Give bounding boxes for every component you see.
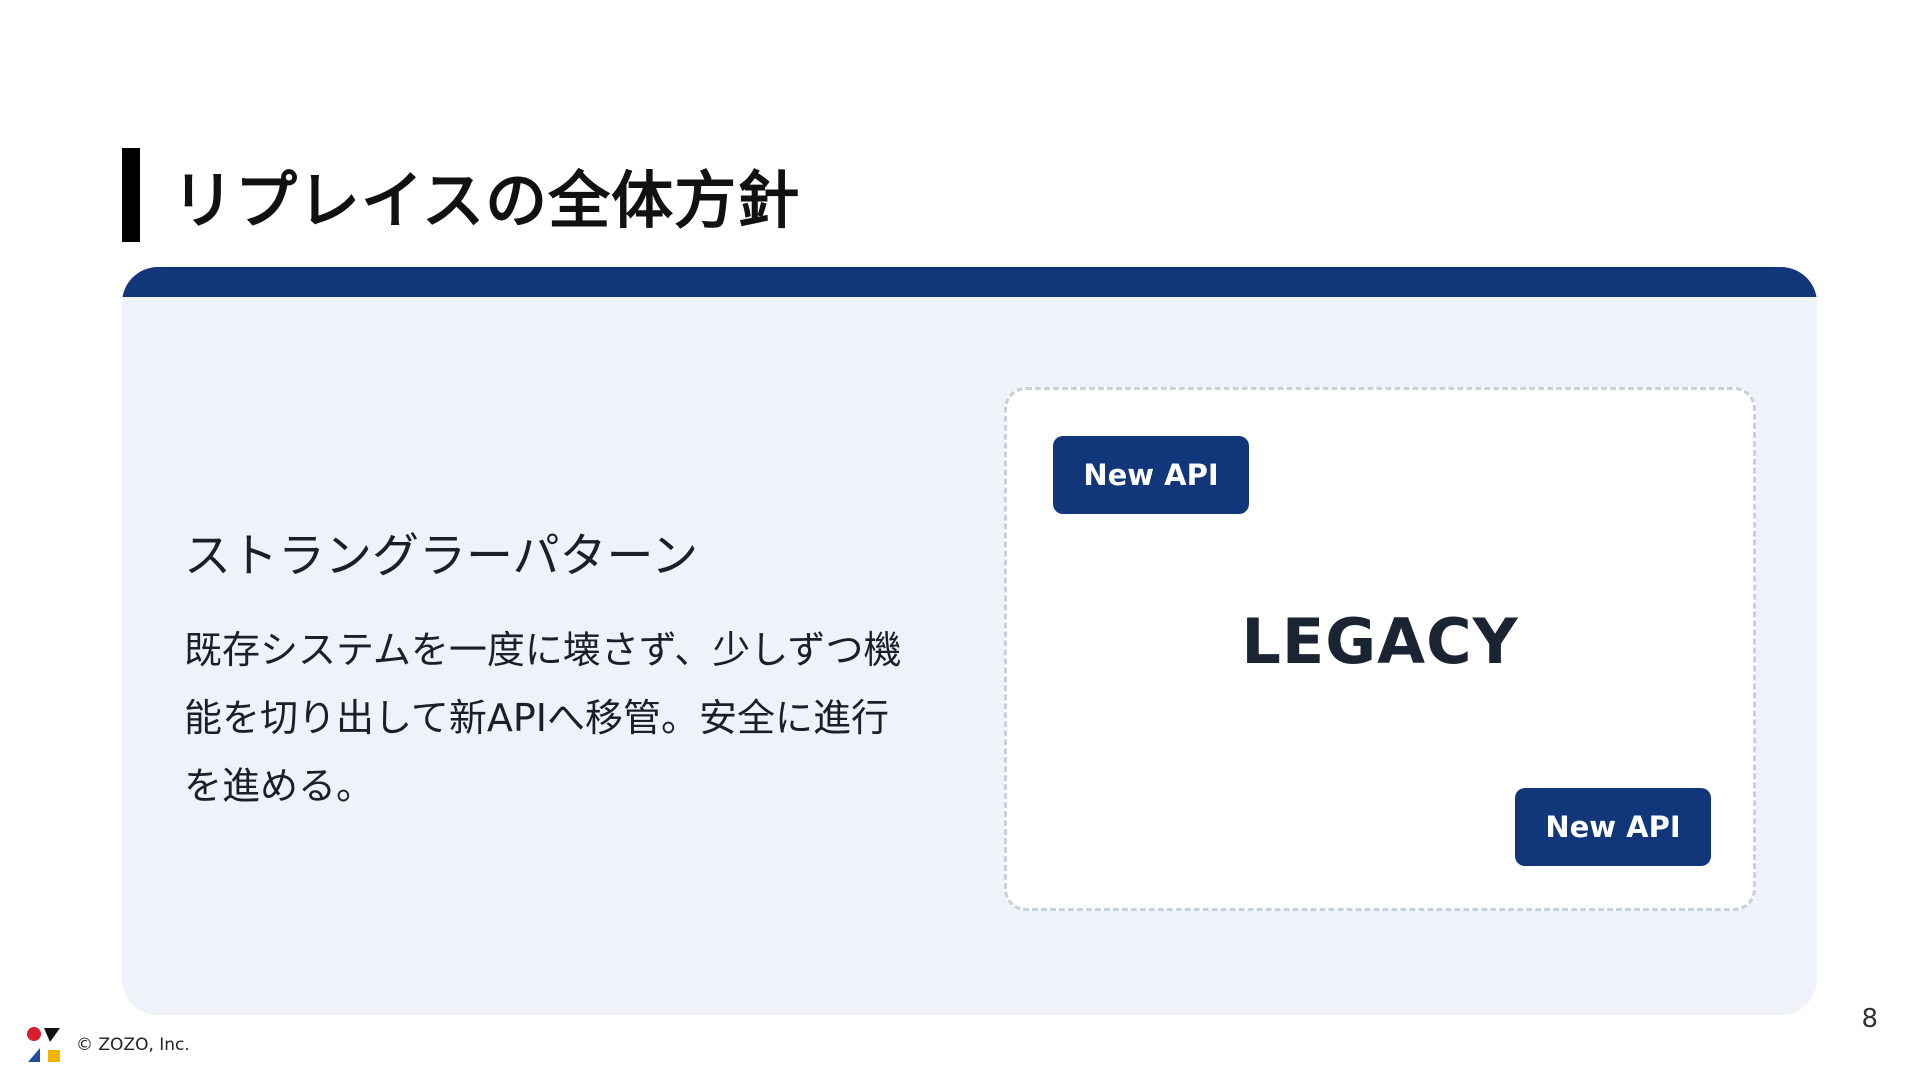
- legacy-diagram: New API LEGACY New API: [1004, 387, 1756, 911]
- title-accent-bar: [122, 148, 140, 242]
- new-api-box-bottom: New API: [1515, 788, 1711, 866]
- slide-title: リプレイスの全体方針: [172, 164, 801, 237]
- copyright-text: © ZOZO, Inc.: [76, 1035, 190, 1055]
- legacy-label: LEGACY: [1241, 605, 1519, 678]
- pattern-heading: ストラングラーパターン: [184, 529, 699, 584]
- text-column: ストラングラーパターン 既存システムを一度に壊さず、少しずつ機能を切り出して新A…: [184, 517, 944, 820]
- pattern-description: 既存システムを一度に壊さず、少しずつ機能を切り出して新APIへ移管。安全に進行を…: [184, 628, 902, 808]
- page-number: 8: [1861, 1004, 1878, 1034]
- card-top-bar: [122, 267, 1817, 297]
- new-api-box-top: New API: [1053, 436, 1249, 514]
- footer: © ZOZO, Inc.: [26, 1026, 190, 1064]
- content-card: ストラングラーパターン 既存システムを一度に壊さず、少しずつ機能を切り出して新A…: [122, 267, 1817, 1015]
- title-section: リプレイスの全体方針: [122, 148, 800, 242]
- zozo-logo-icon: [27, 1027, 60, 1062]
